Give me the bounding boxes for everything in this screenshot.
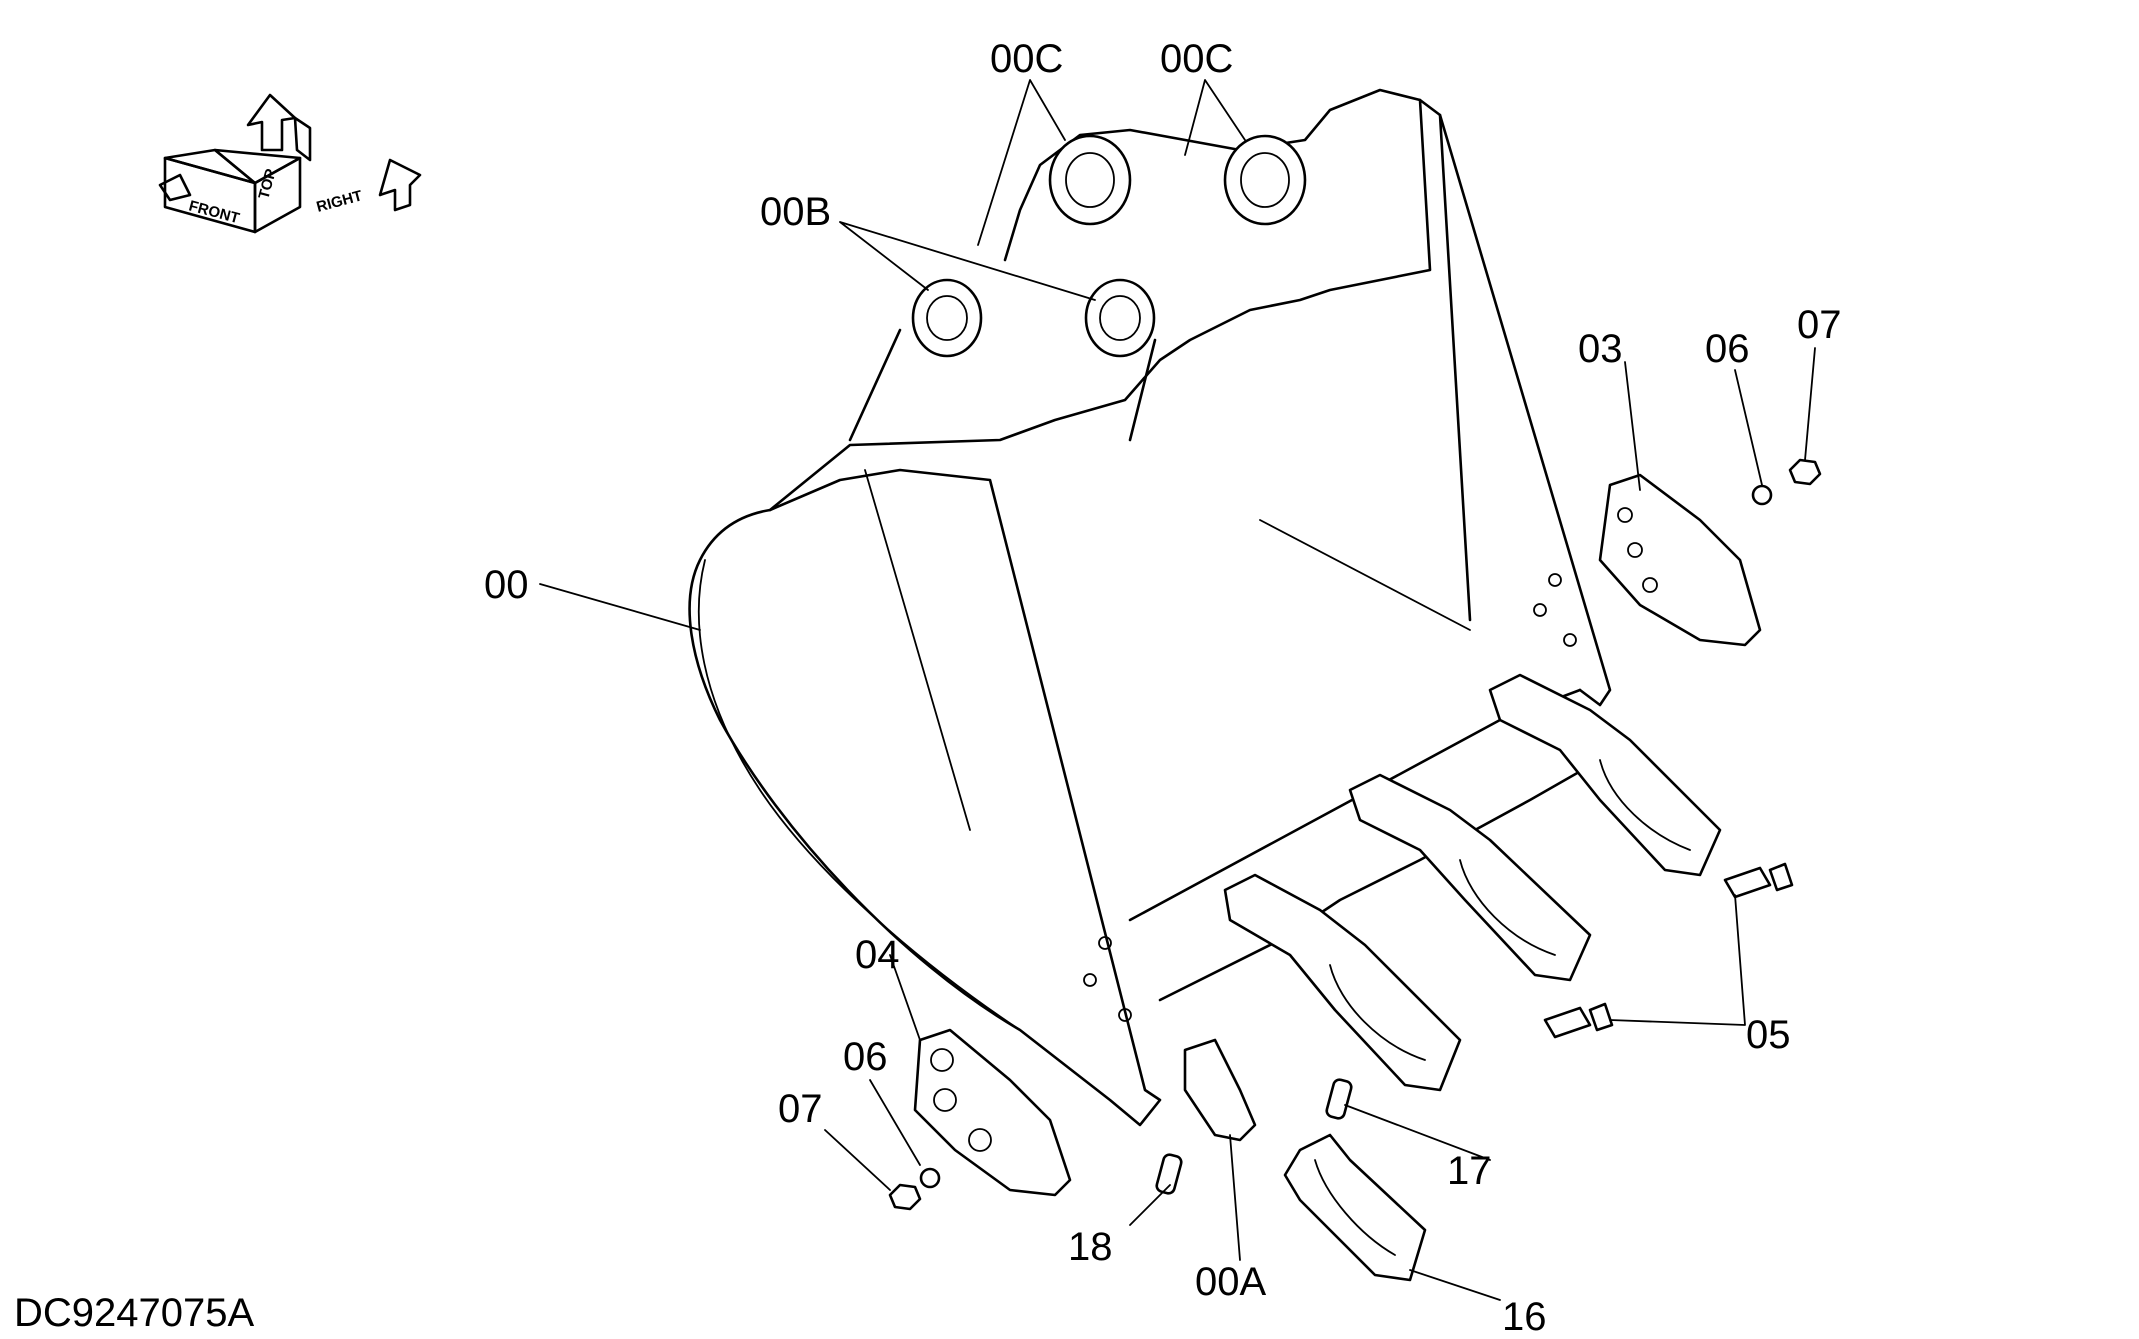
callout-07-left: 07 [778,1087,823,1131]
orientation-top-label: TOP [255,167,279,201]
bucket-teeth [888,458,1822,1282]
callout-17: 17 [1447,1149,1492,1193]
callout-labels: 00C 00C 00B 00 03 06 07 04 06 07 05 17 1… [484,37,1842,1339]
callout-16: 16 [1502,1295,1547,1339]
callout-00A: 00A [1195,1260,1266,1304]
callout-07-right: 07 [1797,303,1842,347]
callout-06-right: 06 [1705,327,1750,371]
callout-18: 18 [1068,1225,1113,1269]
callout-06-left: 06 [843,1035,888,1079]
leader-lines [539,79,1816,1301]
callout-00: 00 [484,563,529,607]
callout-03: 03 [1578,327,1623,371]
callout-00C-left: 00C [990,37,1063,81]
callout-05: 05 [1746,1013,1791,1057]
callout-00B: 00B [760,190,831,234]
callout-00C-right: 00C [1160,37,1233,81]
orientation-front-label: FRONT [187,197,241,227]
orientation-right-label: RIGHT [315,187,364,216]
diagram-code: DC9247075A [14,1291,254,1335]
bucket-body [688,88,1612,1127]
orientation-indicator: FRONT TOP RIGHT [158,93,422,234]
callout-04: 04 [855,933,900,977]
